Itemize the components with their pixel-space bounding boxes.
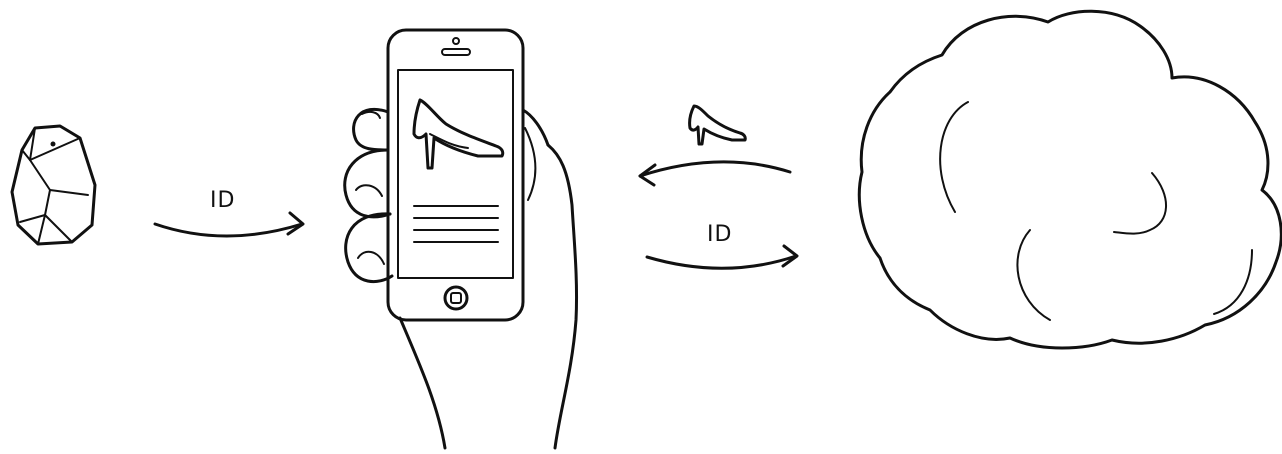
arrow-phone-to-cloud	[647, 246, 797, 268]
arrow-cloud-to-phone	[640, 162, 790, 185]
high-heel-shoe-icon	[690, 106, 746, 144]
smartphone-in-hand-icon	[345, 30, 577, 448]
id-label-beacon-to-phone: ID	[210, 188, 235, 213]
arrow-beacon-to-phone	[155, 213, 303, 236]
beacon-icon	[12, 126, 95, 244]
cloud-icon	[859, 11, 1281, 348]
id-label-phone-to-cloud: ID	[707, 222, 732, 247]
